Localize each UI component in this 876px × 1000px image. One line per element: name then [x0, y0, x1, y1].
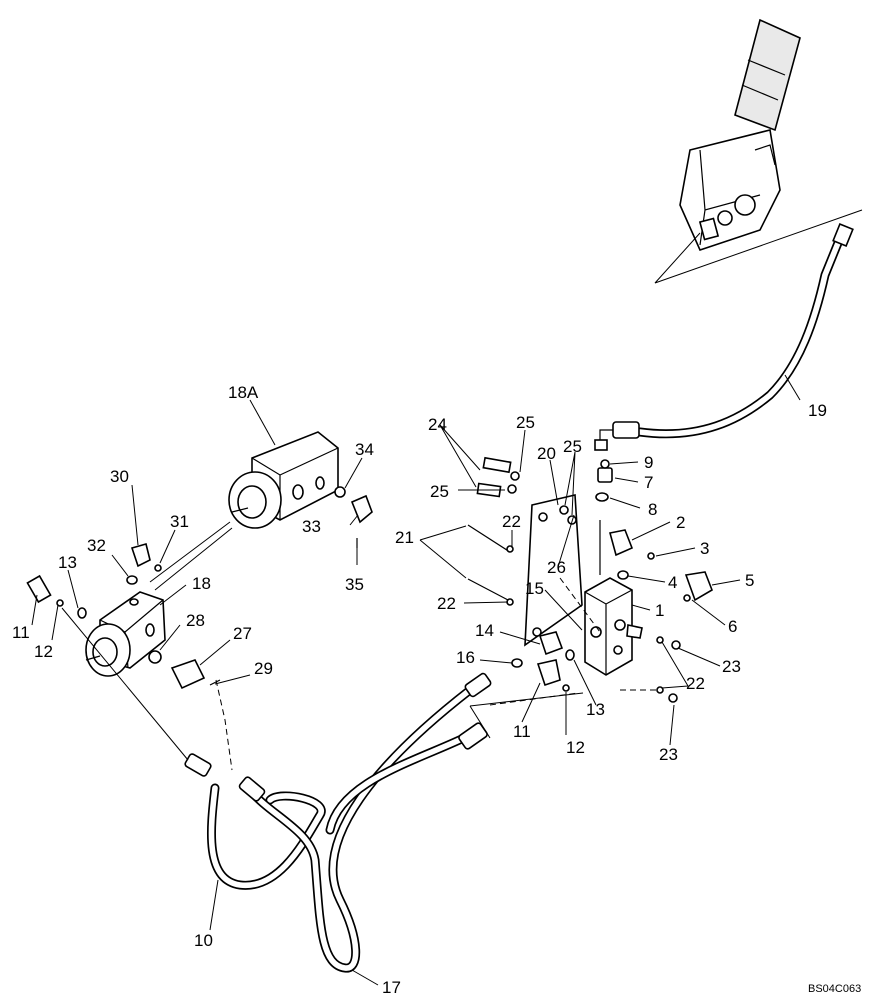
callout-22-left: 22	[437, 594, 456, 613]
callout-9: 9	[644, 453, 653, 472]
pump-18	[85, 591, 166, 677]
callout-22-top: 22	[502, 512, 521, 531]
fittings-27-29	[148, 650, 221, 690]
callout-6: 6	[728, 617, 737, 636]
callout-16: 16	[456, 648, 475, 667]
callout-27: 27	[233, 624, 252, 643]
hose-17	[238, 672, 492, 973]
callout-35: 35	[345, 575, 364, 594]
callout-34: 34	[355, 440, 374, 459]
callout-22-right: 22	[686, 674, 705, 693]
fittings-11-13-left	[26, 574, 87, 619]
callout-23-top: 23	[722, 657, 741, 676]
callout-23-bottom: 23	[659, 745, 678, 764]
hose-19	[594, 222, 854, 451]
callout-15: 15	[525, 579, 544, 598]
callout-3: 3	[700, 539, 709, 558]
hose-10	[184, 753, 326, 890]
callout-10: 10	[194, 931, 213, 950]
fittings-30-32	[126, 543, 162, 585]
callout-leaders	[31, 374, 801, 986]
mounting-plate-20	[524, 494, 583, 647]
callout-25-left: 25	[430, 482, 449, 501]
callouts: 18A 30 31 32 13 18 11 12 28 27 29 34 33 …	[12, 383, 827, 997]
callout-28: 28	[186, 611, 205, 630]
callout-12-left: 12	[34, 642, 53, 661]
pump-18a	[228, 431, 339, 529]
callout-31: 31	[170, 512, 189, 531]
callout-12-center: 12	[566, 738, 585, 757]
callout-30: 30	[110, 467, 129, 486]
callout-19: 19	[808, 401, 827, 420]
drawing-code: BS04C063	[808, 983, 861, 995]
fittings-33-35	[334, 486, 373, 548]
callout-26: 26	[547, 558, 566, 577]
control-valve	[679, 18, 801, 251]
callout-25-top: 25	[516, 413, 535, 432]
callout-2: 2	[676, 513, 685, 532]
callout-32: 32	[87, 536, 106, 555]
callout-13-center: 13	[586, 700, 605, 719]
callout-7: 7	[644, 473, 653, 492]
callout-11-center: 11	[513, 722, 531, 741]
bolts-22-23	[626, 624, 681, 703]
callout-11-left: 11	[12, 623, 30, 642]
callout-1: 1	[655, 601, 664, 620]
callout-8: 8	[648, 500, 657, 519]
callout-4: 4	[668, 573, 677, 592]
callout-21: 21	[395, 528, 414, 547]
callout-17: 17	[382, 978, 401, 997]
valve-pointer-lines	[654, 209, 863, 284]
callout-29: 29	[254, 659, 273, 678]
callout-5: 5	[745, 571, 754, 590]
fittings-center	[511, 631, 575, 692]
callout-20: 20	[537, 444, 556, 463]
callout-18a: 18A	[228, 383, 259, 402]
callout-14: 14	[475, 621, 494, 640]
callout-13-left: 13	[58, 553, 77, 572]
callout-18: 18	[192, 574, 211, 593]
fittings-2-9	[595, 459, 713, 602]
callout-24: 24	[428, 415, 447, 434]
callout-25-right: 25	[563, 437, 582, 456]
manifold-block-1	[584, 577, 633, 676]
callout-33: 33	[302, 517, 321, 536]
connection-lines	[61, 521, 660, 771]
